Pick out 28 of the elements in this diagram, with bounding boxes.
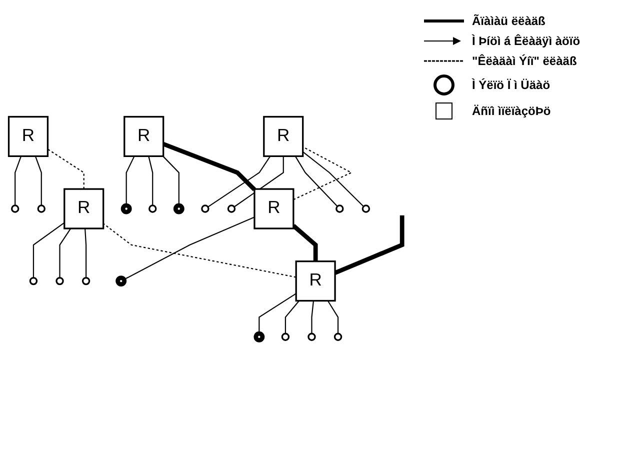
host-circle bbox=[29, 276, 38, 285]
host-circle bbox=[254, 330, 265, 342]
router-box: R bbox=[64, 188, 104, 229]
host-circle bbox=[116, 275, 127, 286]
host-circle bbox=[334, 332, 342, 341]
router-box: R bbox=[295, 260, 336, 302]
host-circle bbox=[173, 202, 184, 214]
legend-text: Ãïàìàü ëëàäß bbox=[472, 14, 546, 28]
host-circle bbox=[10, 204, 20, 212]
host-circle bbox=[336, 204, 344, 212]
host-circle bbox=[227, 204, 236, 212]
host-circle bbox=[362, 204, 370, 212]
legend-text: "Êëàäàì Ýíï" ëëàäß bbox=[472, 54, 577, 68]
legend-text: Äñïì ìïëïàçöÞö bbox=[472, 104, 551, 118]
host-circle bbox=[201, 204, 210, 212]
router-box: R bbox=[254, 188, 294, 229]
router-box: R bbox=[124, 115, 164, 157]
host-circle bbox=[281, 332, 290, 341]
host-circle bbox=[37, 204, 46, 212]
host-circle bbox=[120, 202, 132, 214]
legend-text: Ì Ýëïö Ï ì Üäàö bbox=[472, 78, 550, 92]
host-circle bbox=[82, 276, 90, 285]
host-circle bbox=[148, 204, 157, 212]
router-box: R bbox=[8, 115, 49, 157]
legend-text: Ì Þíöì á Êëàäÿì àöïö bbox=[472, 34, 580, 48]
host-circle bbox=[56, 276, 64, 285]
host-circle bbox=[308, 332, 316, 341]
router-box: R bbox=[263, 115, 304, 157]
